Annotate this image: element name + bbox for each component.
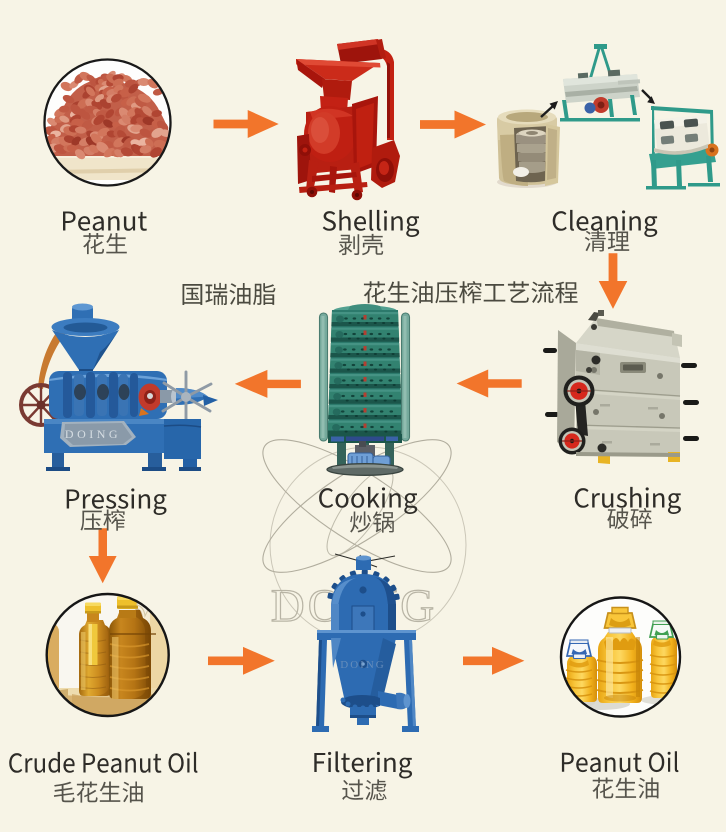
svg-text:DOING: DOING bbox=[340, 659, 385, 671]
svg-text:DOING: DOING bbox=[65, 427, 121, 441]
